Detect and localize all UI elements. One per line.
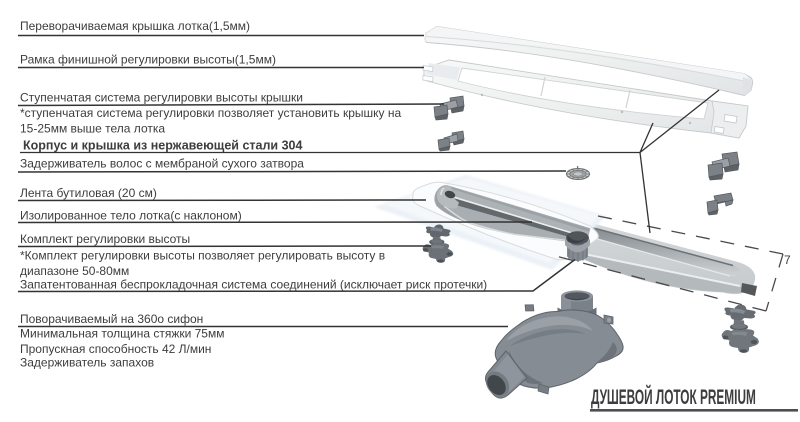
svg-text:Поворачиваемый на 360о сифон: Поворачиваемый на 360о сифон: [20, 312, 203, 326]
svg-text:Минимальная толщина стяжки 75м: Минимальная толщина стяжки 75мм: [20, 327, 224, 341]
svg-text:Задерживатель запахов: Задерживатель запахов: [20, 356, 154, 370]
svg-text:*ступенчатая система регулиров: *ступенчатая система регулировки позволя…: [20, 106, 401, 120]
svg-text:ДУШЕВОЙ ЛОТОК PREMIUM: ДУШЕВОЙ ЛОТОК PREMIUM: [591, 384, 756, 409]
svg-text:Лента бутиловая (20 см): Лента бутиловая (20 см): [20, 186, 157, 200]
svg-text:Рамка финишной регулировки выс: Рамка финишной регулировки высоты(1,5мм): [20, 53, 276, 67]
svg-text:Комплект регулировки высоты: Комплект регулировки высоты: [20, 232, 190, 246]
svg-text:Задерживатель волос с мембрано: Задерживатель волос с мембраной сухого з…: [20, 157, 304, 171]
svg-text:*Комплект регулировки высоты п: *Комплект регулировки высоты позволяет р…: [20, 249, 385, 263]
svg-text:15-25мм выше тела лотка: 15-25мм выше тела лотка: [20, 122, 165, 136]
svg-text:Запатентованная беспрокладочна: Запатентованная беспрокладочная система …: [20, 278, 487, 292]
svg-text:7: 7: [784, 253, 791, 267]
svg-text:Пропускная способность 42 Л/ми: Пропускная способность 42 Л/мин: [20, 342, 211, 356]
svg-text:Изолированное тело лотка(с нак: Изолированное тело лотка(с наклоном): [20, 209, 242, 223]
svg-text:диапазоне 50-80мм: диапазоне 50-80мм: [20, 264, 129, 278]
svg-text:Переворачиваемая крышка лотка(: Переворачиваемая крышка лотка(1,5мм): [20, 19, 250, 33]
svg-text:Ступенчатая система регулировк: Ступенчатая система регулировки высоты к…: [20, 91, 303, 105]
svg-text:Корпус и крышка из нержавеющей: Корпус и крышка из нержавеющей стали 304: [23, 139, 302, 153]
